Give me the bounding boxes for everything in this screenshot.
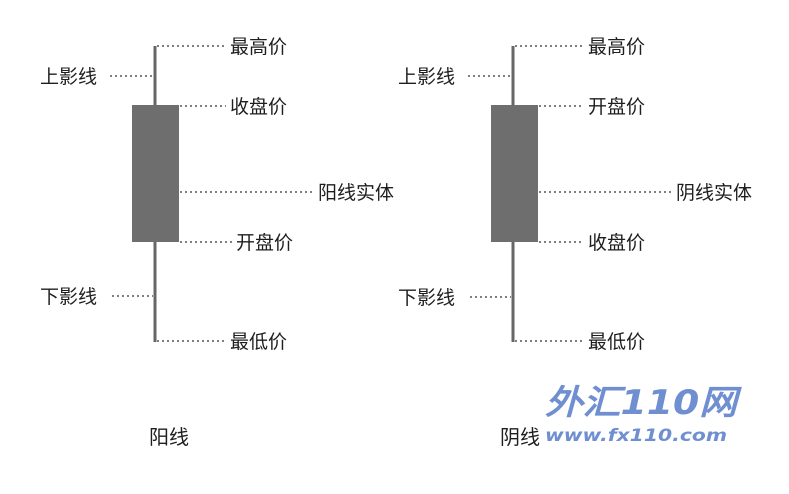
watermark-url: www.fx110.com [545,426,727,446]
yang-candle [132,46,179,342]
watermark-logo-text: 外汇110网 [545,383,743,423]
yang-leader-lines [110,45,314,342]
yang-open-label: 开盘价 [236,232,293,254]
yin-upper-shadow-label: 上影线 [398,66,455,88]
yang-low-label: 最低价 [230,331,287,353]
yang-close-label: 收盘价 [230,96,287,118]
yin-candle-body [491,105,538,242]
yin-open-label: 开盘价 [588,96,645,118]
yang-lower-shadow-label: 下影线 [40,286,97,308]
yang-high-label: 最高价 [230,36,287,58]
yang-upper-shadow-label: 上影线 [40,66,97,88]
watermark: 外汇110网 www.fx110.com [545,383,743,446]
yin-title: 阴线 [500,425,540,449]
yang-title: 阳线 [149,425,189,449]
yang-candle-body [132,105,179,242]
yin-low-label: 最低价 [588,331,645,353]
yin-close-label: 收盘价 [588,232,645,254]
yin-body-label: 阴线实体 [676,182,752,204]
yin-high-label: 最高价 [588,36,645,58]
yang-body-label: 阳线实体 [318,182,394,204]
yin-leader-lines [468,45,672,342]
yin-candle [491,46,538,342]
yin-lower-shadow-label: 下影线 [398,287,455,309]
